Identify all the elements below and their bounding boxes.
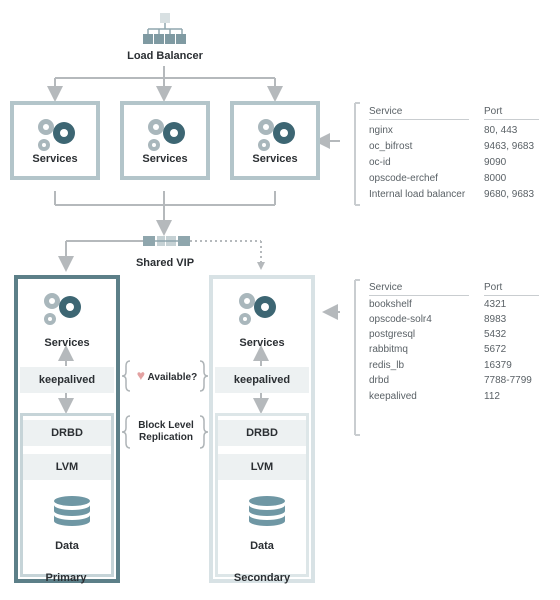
frontend-port-table: Service Port nginx 80, 443 oc_bifrost 9463… xyxy=(369,106,549,206)
gears-icon xyxy=(239,293,276,325)
gears-icon xyxy=(44,293,81,325)
table-row: bookshelf 4321 xyxy=(369,299,560,315)
table-row: opscode-erchef 8000 xyxy=(369,173,560,189)
shared-vip-label: Shared VIP xyxy=(135,257,195,269)
table-row: postgresql 5432 xyxy=(369,329,560,345)
service-name: keepalived xyxy=(369,391,417,402)
backend-header-port: Port xyxy=(484,282,503,293)
table-row: nginx 80, 443 xyxy=(369,125,560,141)
service-port: 8983 xyxy=(484,314,507,325)
service-box-2: Services xyxy=(120,101,210,180)
service-name: redis_lb xyxy=(369,360,405,371)
service-port: 9463, 9683 xyxy=(484,141,535,152)
primary-data-label: Data xyxy=(55,540,79,552)
service-port: 5432 xyxy=(484,329,507,340)
gears-icon xyxy=(258,119,295,151)
secondary-data-label: Data xyxy=(250,540,274,552)
service-port: 8000 xyxy=(484,173,507,184)
service-box-3: Services xyxy=(230,101,320,180)
table-row: oc_bifrost 9463, 9683 xyxy=(369,141,560,157)
secondary-caption: Secondary xyxy=(233,572,291,584)
database-icon xyxy=(54,496,90,526)
block-replication-line2: Replication xyxy=(139,432,193,443)
heart-icon: ♥ xyxy=(136,367,146,383)
frontend-header-divider xyxy=(484,119,539,120)
service-port: 4321 xyxy=(484,299,507,310)
block-replication-line1: Block Level xyxy=(138,420,194,431)
secondary-lvm: LVM xyxy=(218,454,306,480)
table-row: redis_lb 16379 xyxy=(369,360,560,376)
backend-header-divider xyxy=(484,295,539,296)
block-replication-label: Block Level Replication xyxy=(130,420,202,444)
gears-icon xyxy=(148,119,185,151)
primary-keepalived: keepalived xyxy=(20,367,114,393)
available-label: ♥ Available? xyxy=(132,367,202,384)
table-row: rabbitmq 5672 xyxy=(369,344,560,360)
primary-lvm: LVM xyxy=(23,454,111,480)
primary-services-label: Services xyxy=(44,337,90,349)
service-box-1: Services xyxy=(10,101,100,180)
service-box-label: Services xyxy=(32,153,78,165)
service-name: Internal load balancer xyxy=(369,189,466,200)
table-row: drbd 7788-7799 xyxy=(369,375,560,391)
service-name: postgresql xyxy=(369,329,416,340)
primary-drbd: DRBD xyxy=(23,420,111,446)
service-name: opscode-solr4 xyxy=(369,314,432,325)
service-name: drbd xyxy=(369,375,390,386)
gears-icon xyxy=(38,119,75,151)
service-port: 9680, 9683 xyxy=(484,189,535,200)
service-name: oc-id xyxy=(369,157,391,168)
service-name: bookshelf xyxy=(369,299,412,310)
table-row: Internal load balancer 9680, 9683 xyxy=(369,189,560,205)
secondary-drbd: DRBD xyxy=(218,420,306,446)
primary-storage-stack: DRBD LVM Data xyxy=(20,413,114,577)
load-balancer-icon xyxy=(143,13,186,44)
primary-node: Services keepalived DRBD LVM Data xyxy=(14,275,120,583)
service-port: 16379 xyxy=(484,360,512,371)
secondary-node: Services keepalived DRBD LVM Data xyxy=(209,275,315,583)
service-name: opscode-erchef xyxy=(369,173,438,184)
service-port: 7788-7799 xyxy=(484,375,532,386)
frontend-header-service: Service xyxy=(369,106,403,117)
service-name: nginx xyxy=(369,125,393,136)
secondary-storage-stack: DRBD LVM Data xyxy=(215,413,309,577)
service-port: 112 xyxy=(484,391,500,402)
frontend-header-divider xyxy=(369,119,469,120)
available-text: Available? xyxy=(147,372,198,383)
table-row: opscode-solr4 8983 xyxy=(369,314,560,330)
secondary-keepalived: keepalived xyxy=(215,367,309,393)
service-port: 5672 xyxy=(484,344,507,355)
primary-caption: Primary xyxy=(45,572,87,584)
backend-header-divider xyxy=(369,295,469,296)
shared-vip-icon xyxy=(143,236,190,246)
backend-header-service: Service xyxy=(369,282,403,293)
service-box-label: Services xyxy=(142,153,188,165)
frontend-header-port: Port xyxy=(484,106,503,117)
database-icon xyxy=(249,496,285,526)
service-port: 80, 443 xyxy=(484,125,518,136)
backend-port-table: Service Port bookshelf 4321 opscode-solr4… xyxy=(369,282,549,412)
load-balancer-label: Load Balancer xyxy=(127,50,203,62)
secondary-services-label: Services xyxy=(239,337,285,349)
table-row: keepalived 112 xyxy=(369,391,560,407)
service-box-label: Services xyxy=(252,153,298,165)
table-row: oc-id 9090 xyxy=(369,157,560,173)
service-port: 9090 xyxy=(484,157,507,168)
service-name: rabbitmq xyxy=(369,344,408,355)
service-name: oc_bifrost xyxy=(369,141,413,152)
